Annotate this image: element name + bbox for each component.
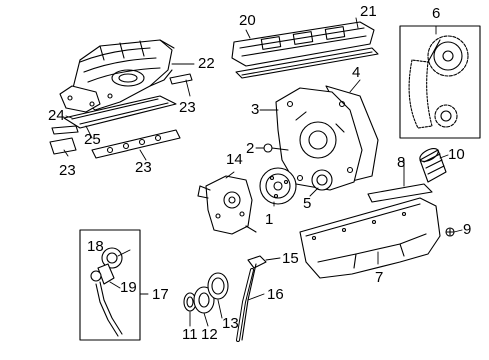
callout-16: 16: [267, 286, 284, 303]
intake-gasket-plate: [51, 95, 177, 135]
oil-pan-gasket: [367, 183, 433, 203]
callout-18: 18: [87, 238, 104, 255]
valve-cover-gasket: [235, 47, 379, 79]
callout-19: 19: [120, 279, 137, 296]
oil-drain-plug: [445, 227, 455, 237]
callout-2: 2: [246, 140, 255, 157]
oil-filter: [419, 148, 447, 183]
callout-1: 1: [265, 211, 274, 228]
callout-15: 15: [282, 250, 299, 267]
callout-7: 7: [375, 269, 384, 286]
leader-lines: [63, 17, 463, 327]
rear-seal-retainer: [207, 272, 229, 300]
callout-23-middle: 23: [135, 159, 152, 176]
callout-10: 10: [448, 146, 465, 163]
callout-23-lower: 23: [59, 162, 76, 179]
oil-pump-pickup: [90, 247, 123, 337]
callout-11: 11: [182, 326, 198, 343]
callout-5: 5: [303, 195, 312, 212]
callout-17: 17: [152, 286, 169, 303]
timing-cover: [275, 87, 363, 191]
intake-gasket-long: [91, 129, 181, 159]
callout-23-upper: 23: [179, 99, 196, 116]
oil-pan: [299, 197, 441, 279]
callout-24: 24: [48, 107, 65, 124]
valve-cover: [231, 21, 375, 67]
crankshaft-front-seal: [311, 169, 333, 191]
callout-4: 4: [352, 64, 361, 81]
callout-20: 20: [239, 12, 256, 29]
callout-14: 14: [226, 151, 243, 168]
callout-13: 13: [222, 315, 239, 332]
intake-manifold: [59, 39, 175, 113]
intake-gasket-small: [169, 73, 193, 85]
callout-8: 8: [397, 154, 406, 171]
callout-12: 12: [201, 326, 218, 343]
callout-9: 9: [463, 221, 472, 238]
callout-22: 22: [198, 55, 215, 72]
callout-6: 6: [432, 5, 441, 22]
timing-chain-set: [408, 35, 469, 129]
harmonic-balancer: [259, 167, 297, 205]
intake-gasket-corner: [49, 137, 77, 155]
callout-25: 25: [84, 131, 101, 148]
dipstick-tube: [236, 268, 254, 342]
oil-pump: [197, 175, 257, 235]
callout-3: 3: [251, 101, 260, 118]
callout-21: 21: [360, 3, 377, 20]
